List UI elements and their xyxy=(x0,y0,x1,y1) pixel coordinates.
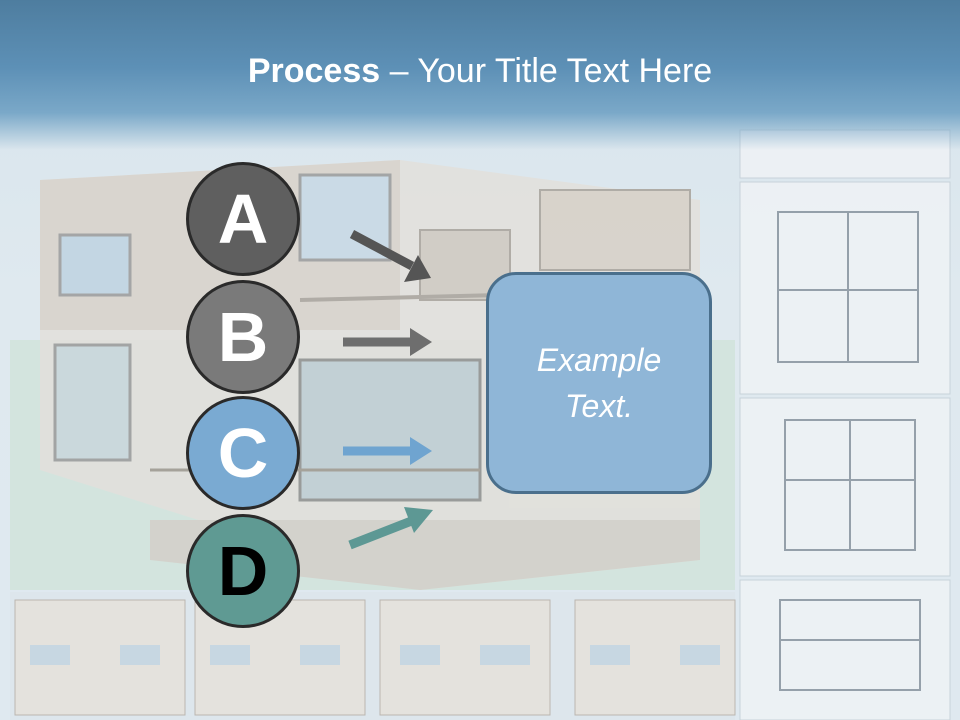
step-d-letter: D xyxy=(217,532,269,610)
example-text: Example Text. xyxy=(536,341,662,424)
step-c-letter: C xyxy=(217,414,269,492)
title-bold: Process xyxy=(247,52,381,90)
arrows xyxy=(343,230,433,550)
header-band xyxy=(0,0,960,150)
elevations-strip xyxy=(10,592,736,720)
arrow-d xyxy=(348,507,433,550)
step-b-letter: B xyxy=(217,298,269,376)
step-a-letter: A xyxy=(217,180,269,258)
step-c-circle: C xyxy=(186,396,300,510)
step-b-circle: B xyxy=(186,280,300,394)
step-d-circle: D xyxy=(186,514,300,628)
arrow-c xyxy=(343,437,432,465)
arrow-b xyxy=(343,328,432,356)
arrow-a xyxy=(349,230,431,282)
example-text-box: Example Text. xyxy=(486,272,712,494)
title-rest: – Your Title Text Here xyxy=(380,52,713,90)
floor-plans xyxy=(739,129,951,720)
slide-title: Process – Your Title Text Here xyxy=(0,52,960,91)
step-a-circle: A xyxy=(186,162,300,276)
